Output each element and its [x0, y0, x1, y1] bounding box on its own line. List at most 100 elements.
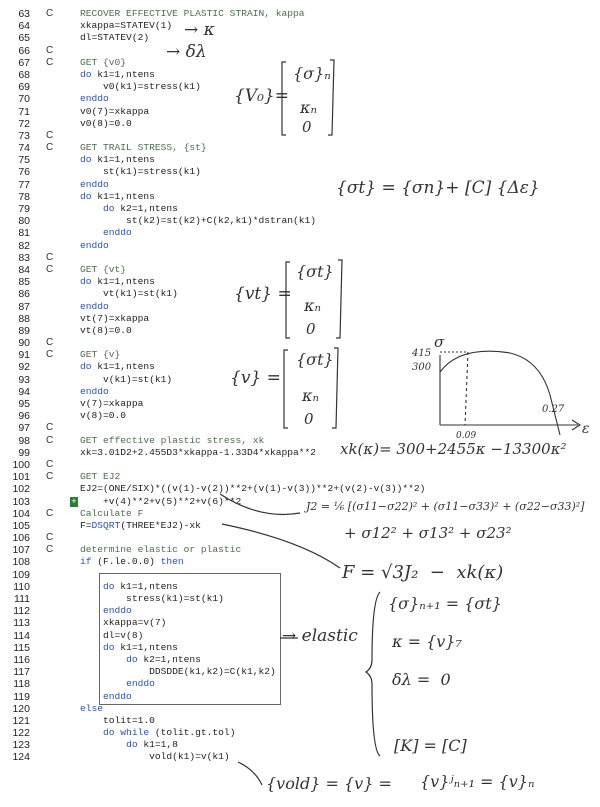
v0-right-bracket: [328, 59, 335, 136]
code-text: enddo: [80, 301, 109, 313]
keyword: do: [80, 276, 92, 288]
line-number: 109: [12, 568, 30, 581]
code-text: v(8)=0.0: [80, 410, 126, 422]
line-number: 118: [13, 678, 30, 691]
comment: determine elastic or plastic: [80, 544, 242, 556]
elastic-block-box: [99, 573, 281, 705]
comment-marker: C: [46, 142, 54, 154]
line-number: 90: [18, 337, 30, 350]
code-token: +v(4)**2+v(5)**2+v(6)**2: [80, 495, 242, 507]
code-text: do k1=1,ntens: [80, 154, 155, 166]
xk-formula: xk(κ)= 300+2455κ −13300κ²: [340, 440, 567, 458]
line-number: 116: [13, 653, 30, 666]
line-number: 122: [12, 727, 30, 740]
line-number: 121: [12, 714, 30, 727]
keyword: if: [80, 556, 92, 568]
code-line: 69 v0(k1)=stress(k1): [0, 81, 600, 93]
code-text: vt(8)=0.0: [80, 325, 132, 337]
code-text: v0(7)=xkappa: [80, 106, 149, 118]
comment: Calculate F: [80, 507, 144, 519]
code-text: GET {v}: [80, 349, 120, 361]
code-text: do k2=1,ntens: [80, 203, 178, 215]
code-text: DDSDDE(k1,k2)=C(k1,k2): [80, 666, 276, 678]
code-text: dl=STATEV(2): [80, 32, 149, 44]
keyword: do: [80, 68, 92, 80]
code-text: GET EJ2: [80, 471, 120, 483]
line-number: 103: [12, 495, 30, 508]
line-number: 66: [18, 44, 30, 57]
code-text: enddo: [80, 605, 132, 617]
x-tick-027: 0.27: [542, 404, 565, 415]
vt-row: 0: [306, 320, 316, 338]
line-number: 102: [12, 483, 30, 496]
line-number: 98: [18, 434, 30, 447]
code-line: 115 do k1=1,ntens: [0, 642, 600, 654]
comment: GET EJ2: [80, 471, 121, 483]
v0-left-bracket: [281, 61, 286, 136]
line-number: 106: [12, 532, 30, 545]
code-text: +v(4)**2+v(5)**2+v(6)**2: [80, 496, 241, 508]
code-token: xk=3.01D2+2.455D3*xkappa-1.33D4*xkappa**…: [80, 446, 317, 458]
code-token: k1=1,ntens: [91, 276, 155, 288]
v-row: 0: [304, 410, 314, 428]
code-line: 122 do while (tolit.gt.tol): [0, 727, 600, 739]
keyword: do: [80, 190, 92, 202]
code-token: vt(7)=xkappa: [80, 312, 150, 324]
code-text: vt(7)=xkappa: [80, 313, 149, 325]
elastic-row: {σ}ₙ₊₁ = {σt}: [388, 594, 502, 613]
line-number: 64: [18, 20, 30, 33]
line-number: 93: [18, 373, 30, 386]
keyword: then: [160, 556, 184, 568]
code-token: v0(k1)=stress(k1): [80, 81, 201, 93]
comment: GET TRAIL STRESS, {st}: [80, 142, 207, 154]
code-token: k2=1,ntens: [137, 653, 201, 665]
code-text: determine elastic or plastic: [80, 544, 241, 556]
code-line: 117 DDSDDE(k1,k2)=C(k1,k2): [0, 666, 600, 678]
v-row: {σt}: [296, 350, 334, 369]
keyword: enddo: [103, 227, 132, 239]
line-number: 76: [18, 166, 30, 179]
code-line: 124 vold(k1)=v(k1): [0, 751, 600, 763]
code-text: GET {v0}: [80, 57, 126, 69]
x-axis-arrow: [571, 419, 582, 431]
line-number: 92: [18, 361, 30, 374]
line-number: 110: [13, 580, 30, 593]
code-line: 114 dl=v(8): [0, 630, 600, 642]
keyword: enddo: [80, 93, 109, 105]
v-iteration-formula: {v}ʲₙ₊₁ = {v}ₙ: [420, 772, 535, 791]
code-token: k1=1,ntens: [91, 361, 155, 373]
line-number: 65: [18, 32, 30, 45]
code-text: GET TRAIL STRESS, {st}: [80, 142, 207, 154]
keyword: do: [103, 203, 115, 214]
code-token: k2=1,ntens: [114, 203, 178, 214]
code-text: do k2=1,ntens: [80, 654, 201, 666]
code-text: xkappa=STATEV(1): [80, 20, 172, 32]
line-number: 96: [18, 410, 30, 423]
v-right-bracket: [332, 347, 339, 429]
y-tick-415: 415: [411, 348, 431, 359]
line-number: 108: [12, 556, 30, 569]
code-text: xk=3.01D2+2.455D3*xkappa-1.33D4*xkappa**…: [80, 447, 316, 459]
j2-formula-line1: J2 = ⅙ [(σ11−σ22)² + (σ11−σ33)² + (σ22−σ…: [306, 500, 585, 513]
v-lhs: {v} =: [230, 368, 281, 388]
line-number: 112: [13, 605, 30, 618]
code-token: xkappa=v(7): [80, 617, 167, 629]
line-number: 73: [18, 129, 30, 142]
code-token: st(k1)=stress(k1): [80, 166, 201, 178]
v0-row: 0: [302, 118, 312, 136]
line-number: 81: [18, 227, 30, 240]
code-text: GET {vt}: [80, 264, 126, 276]
line-number: 100: [12, 458, 30, 471]
code-token: xkappa=STATEV(1): [80, 20, 173, 32]
